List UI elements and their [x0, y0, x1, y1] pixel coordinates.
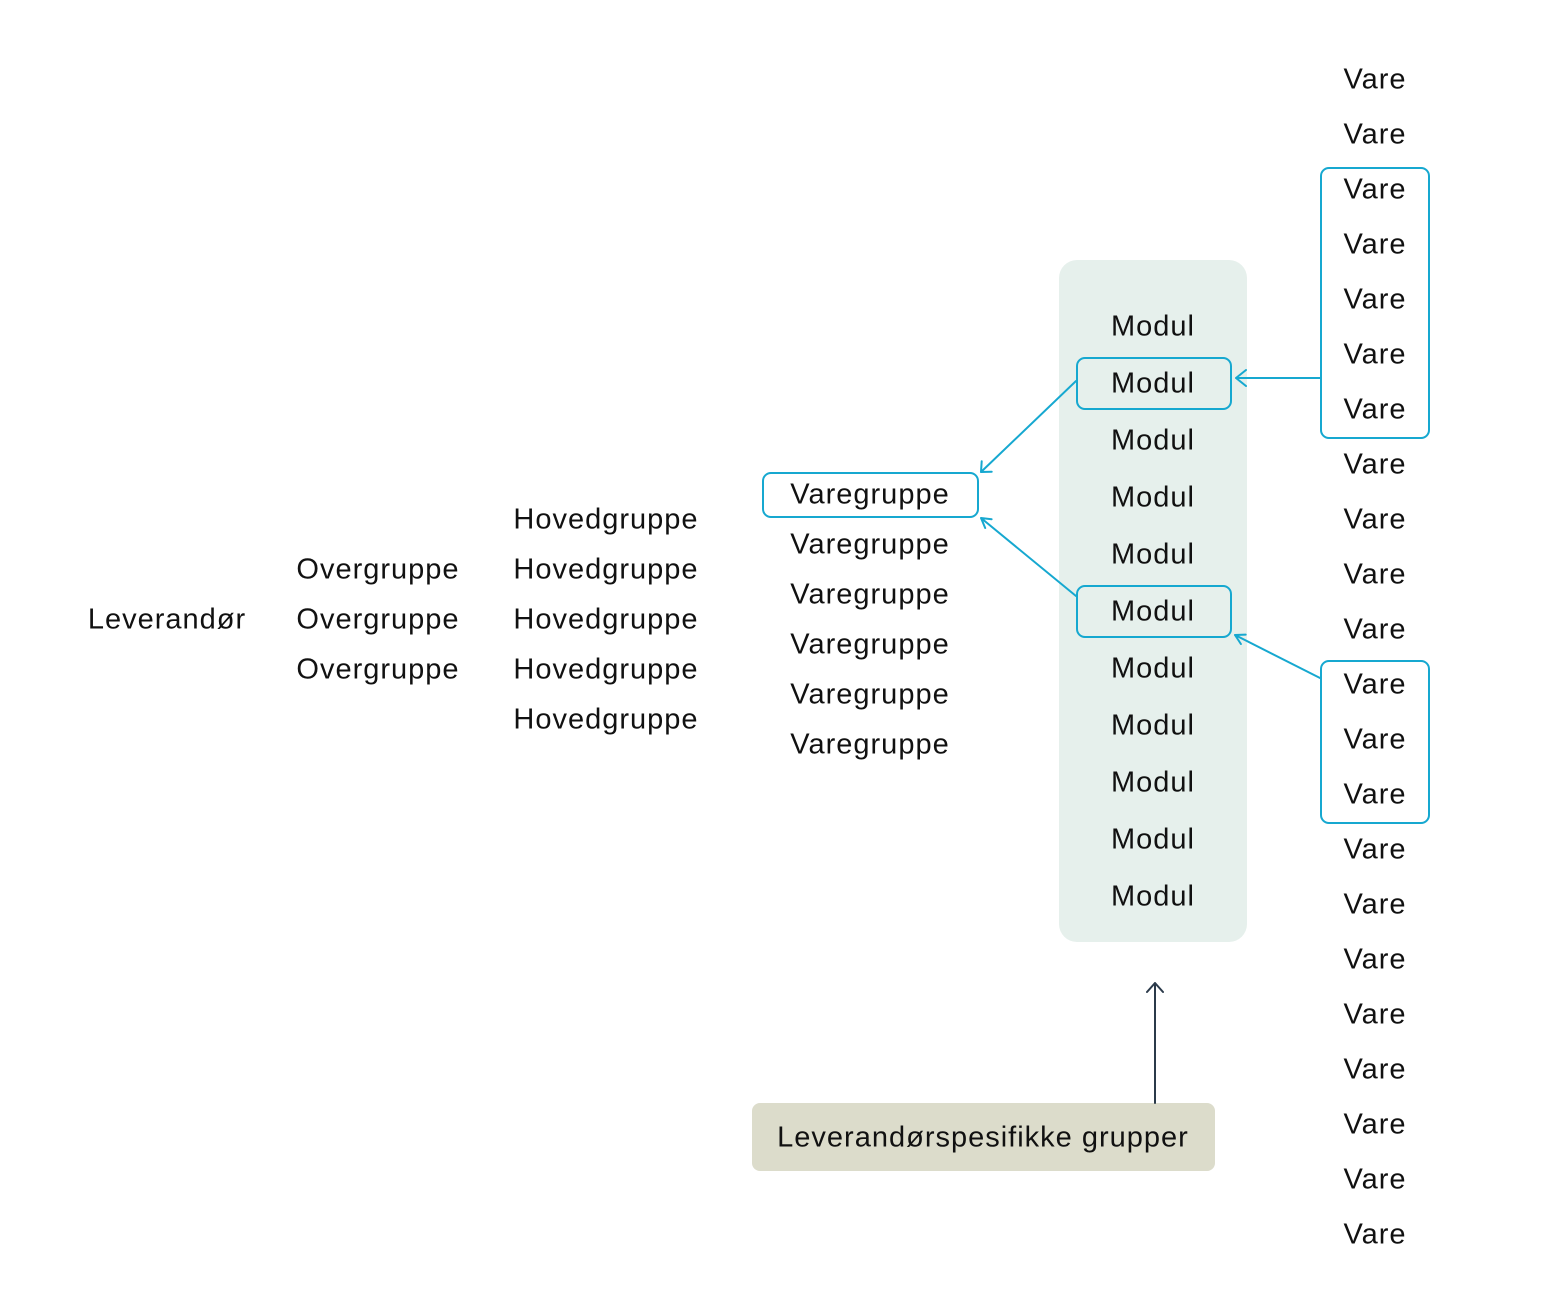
callout-badge — [752, 1103, 1215, 1171]
modul-group-panel — [1059, 260, 1247, 942]
vare-item: Vare — [1343, 723, 1407, 756]
vare-item: Vare — [1343, 228, 1407, 261]
modul-item: Modul — [1111, 766, 1195, 799]
modul-item: Modul — [1111, 481, 1195, 514]
overgruppe-item: Overgruppe — [296, 553, 460, 586]
hovedgruppe-item: Hovedgruppe — [513, 503, 699, 536]
arrow-modul-to-varegruppe-top — [980, 380, 1077, 473]
vare-item: Vare — [1343, 118, 1407, 151]
vare-item: Vare — [1343, 943, 1407, 976]
callout-label: Leverandørspesifikke grupper — [777, 1121, 1189, 1154]
varegruppe-item: Varegruppe — [790, 578, 950, 611]
modul-item: Modul — [1111, 880, 1195, 913]
modul-item: Modul — [1111, 709, 1195, 742]
modul-item: Modul — [1111, 538, 1195, 571]
vare-item: Vare — [1343, 1053, 1407, 1086]
varegruppe-item: Varegruppe — [790, 628, 950, 661]
vare-item: Vare — [1343, 833, 1407, 866]
vare-item: Vare — [1343, 1163, 1407, 1196]
varegruppe-item: Varegruppe — [790, 478, 950, 511]
vare-item: Vare — [1343, 283, 1407, 316]
hovedgruppe-item: Hovedgruppe — [513, 603, 699, 636]
arrow-callout-to-modul — [1146, 982, 1164, 1104]
modul-item: Modul — [1111, 823, 1195, 856]
vare-item: Vare — [1343, 1108, 1407, 1141]
modul-item: Modul — [1111, 595, 1195, 628]
vare-highlight-box — [1320, 167, 1430, 439]
vare-highlight-box — [1320, 660, 1430, 824]
vare-item: Vare — [1343, 338, 1407, 371]
varegruppe-highlight-box — [762, 472, 979, 518]
varegruppe-item: Varegruppe — [790, 528, 950, 561]
vare-item: Vare — [1343, 998, 1407, 1031]
vare-item: Vare — [1343, 173, 1407, 206]
modul-item: Modul — [1111, 424, 1195, 457]
vare-item: Vare — [1343, 888, 1407, 921]
overgruppe-item: Overgruppe — [296, 653, 460, 686]
hovedgruppe-item: Hovedgruppe — [513, 553, 699, 586]
arrow-modul-to-varegruppe-bottom — [980, 517, 1077, 597]
leverandor-label: Leverandør — [87, 603, 247, 636]
vare-item: Vare — [1343, 393, 1407, 426]
varegruppe-item: Varegruppe — [790, 728, 950, 761]
overgruppe-item: Overgruppe — [296, 603, 460, 636]
modul-highlight-box — [1076, 585, 1232, 638]
vare-item: Vare — [1343, 668, 1407, 701]
vare-item: Vare — [1343, 503, 1407, 536]
arrow-vare-to-modul-top — [1235, 369, 1321, 387]
varegruppe-item: Varegruppe — [790, 678, 950, 711]
vare-item: Vare — [1343, 613, 1407, 646]
vare-item: Vare — [1343, 63, 1407, 96]
modul-item: Modul — [1111, 652, 1195, 685]
vare-item: Vare — [1343, 1218, 1407, 1251]
modul-item: Modul — [1111, 310, 1195, 343]
modul-item: Modul — [1111, 367, 1195, 400]
arrow-vare-to-modul-bottom — [1234, 633, 1321, 679]
modul-highlight-box — [1076, 357, 1232, 410]
vare-item: Vare — [1343, 778, 1407, 811]
hovedgruppe-item: Hovedgruppe — [513, 703, 699, 736]
hovedgruppe-item: Hovedgruppe — [513, 653, 699, 686]
vare-item: Vare — [1343, 558, 1407, 591]
vare-item: Vare — [1343, 448, 1407, 481]
